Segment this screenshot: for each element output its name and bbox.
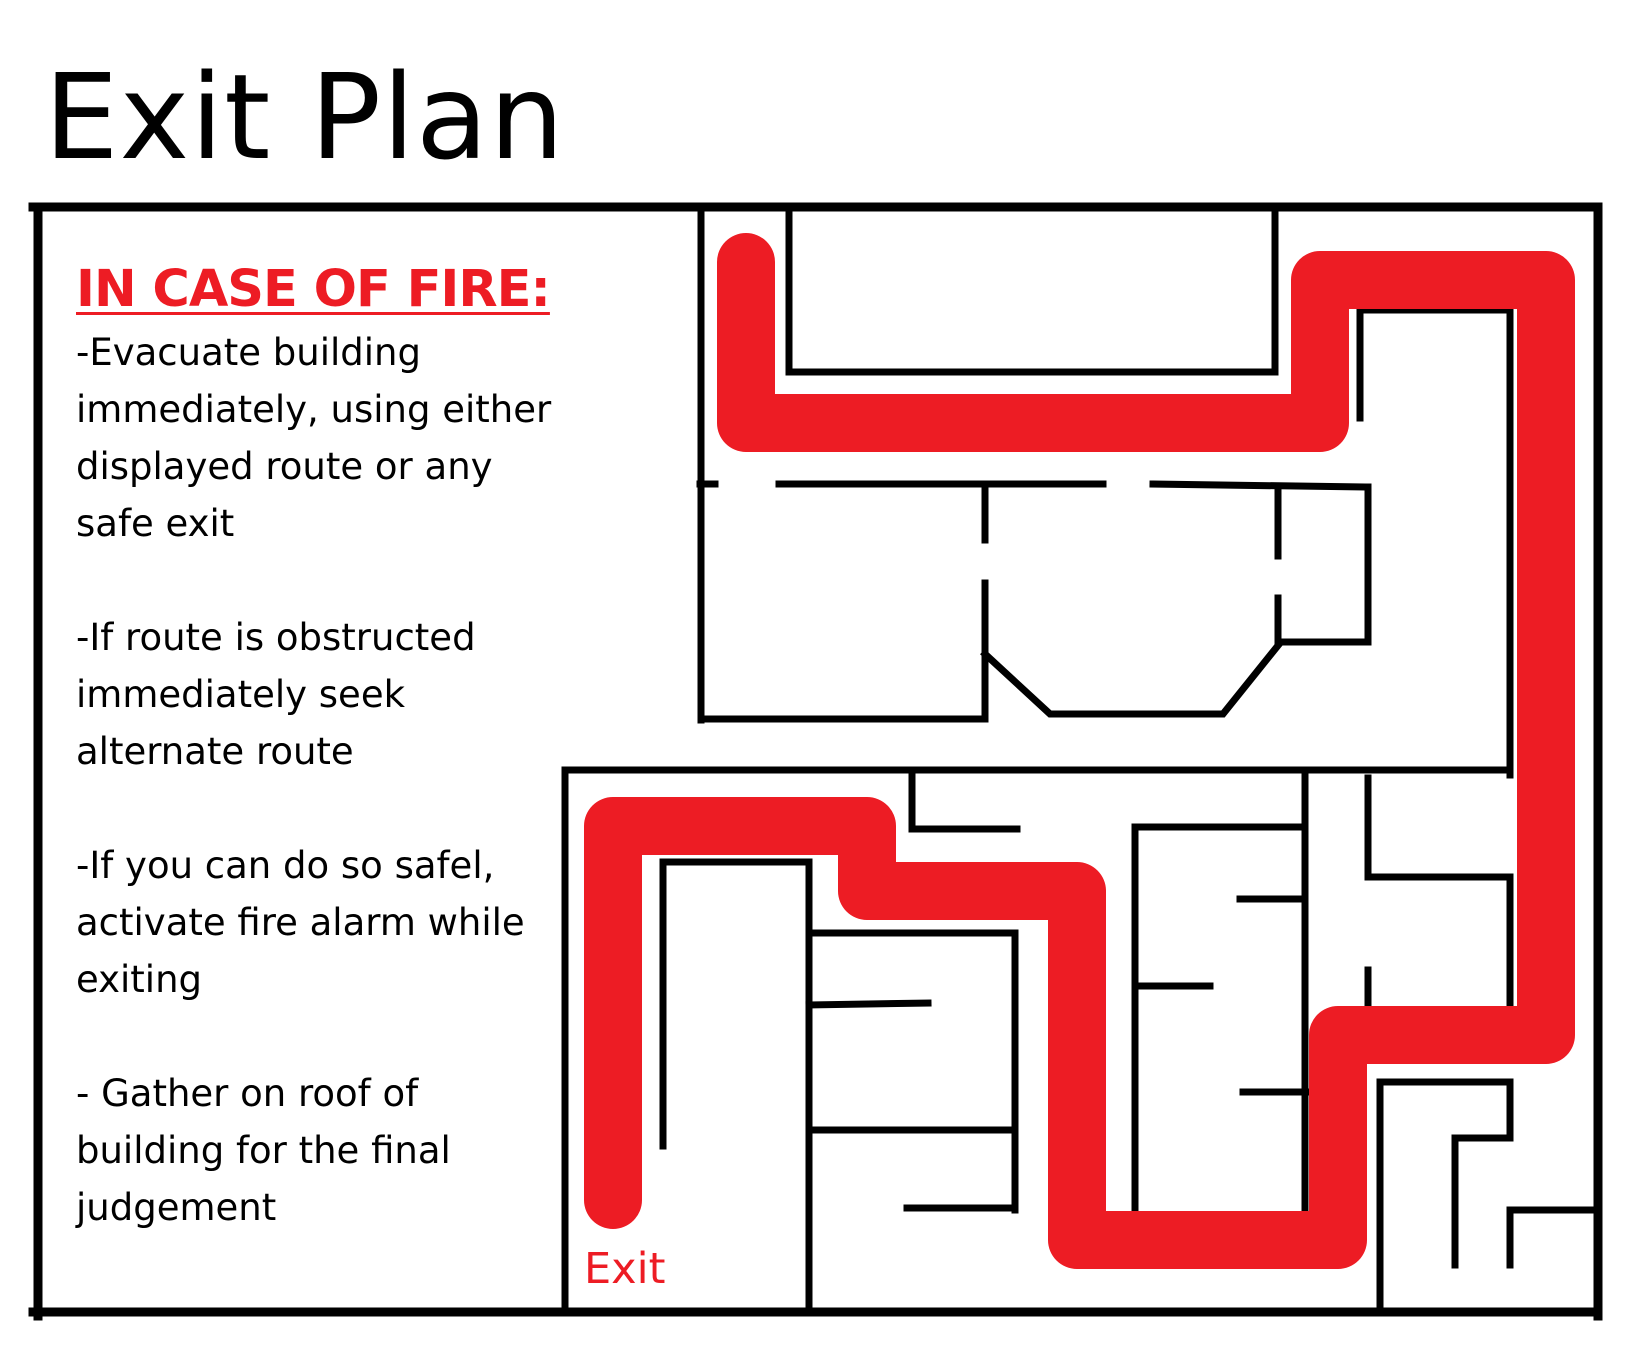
instructions-heading: IN CASE OF FIRE:	[76, 260, 551, 319]
interior-walls	[561, 206, 1596, 1316]
outer-walls	[28, 202, 1603, 1321]
instruction-item: -If route is obstructed immediately seek…	[76, 616, 476, 774]
instruction-item: - Gather on roof of building for the fin…	[76, 1072, 451, 1230]
evacuation-routes	[584, 233, 1575, 1269]
instruction-item: -If you can do so safel, activate fire a…	[76, 844, 525, 1002]
fire-instructions: IN CASE OF FIRE: -Evacuate building imme…	[76, 260, 576, 1236]
page-title: Exit Plan	[44, 48, 565, 186]
instruction-item: -Evacuate building immediately, using ei…	[76, 331, 552, 546]
route-upper	[584, 233, 1575, 1269]
exit-label: Exit	[584, 1244, 666, 1294]
